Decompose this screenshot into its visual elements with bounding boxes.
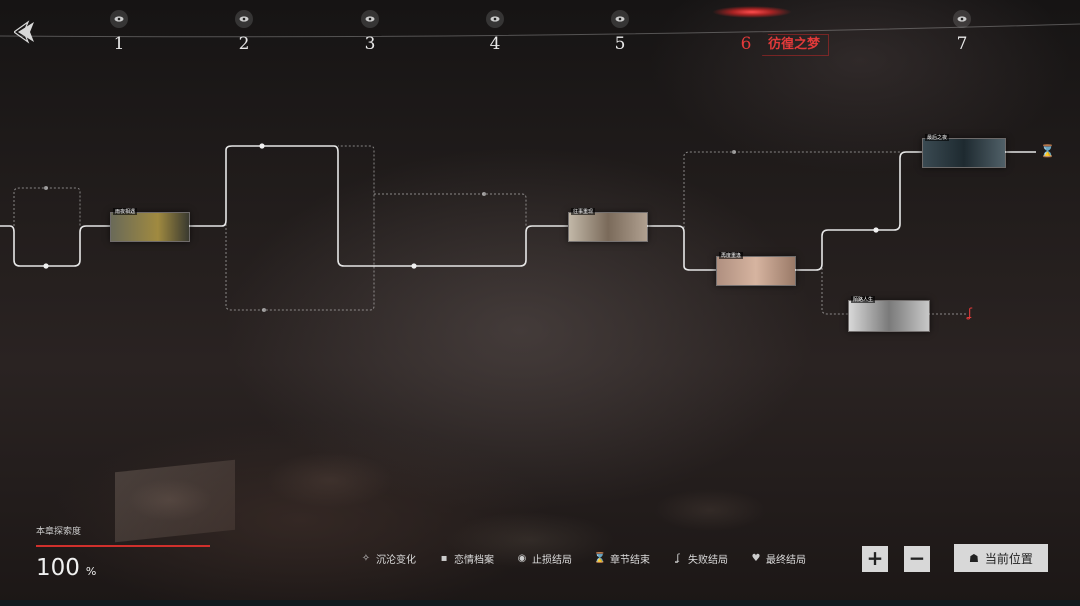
legend-item: ✧ 沉沦变化 [360,551,416,566]
heart-icon: ♥ [751,553,761,564]
node-label: 往事重现 [571,208,596,215]
chapter-end-icon[interactable]: ⌛ [1040,144,1055,158]
exploration-progress: 本章探索度 100% [36,524,216,581]
legend-item: ʆ 失败结局 [672,551,728,566]
scene-thumbnail [849,301,929,331]
chapter-number: 6 [740,34,752,54]
legend-label: 最终结局 [766,555,806,566]
sparkle-icon: ✧ [361,553,371,564]
legend-item: ⌛ 章节结束 [594,551,650,566]
chapter-5[interactable]: 5 [608,10,632,58]
legend-label: 章节结束 [610,555,650,566]
progress-label: 本章探索度 [36,527,82,537]
current-chapter-title: 彷徨之梦 [762,34,830,56]
chapter-number: 4 [489,34,501,54]
chapter-track-line [0,23,1080,38]
legend-label: 恋情档案 [454,555,494,566]
eye-icon: ◉ [517,553,527,564]
chapter-number: 7 [956,34,968,54]
current-position-button[interactable]: ☗ 当前位置 [954,544,1048,572]
eye-icon [110,10,128,28]
chapter-4[interactable]: 4 [483,10,507,58]
back-button[interactable] [12,18,40,46]
story-node-3[interactable]: 再度重逢 [716,252,796,286]
locate-icon: ☗ [969,551,979,565]
eye-icon [611,10,629,28]
chapter-number: 2 [238,34,250,54]
progress-unit: % [85,565,97,578]
story-node-4[interactable]: 最后之夜 [922,134,1006,168]
node-label: 再度重逢 [719,252,744,259]
progress-bar [36,545,210,547]
legend: ✧ 沉沦变化 ▪ 恋情档案 ◉ 止损结局 ⌛ 章节结束 ʆ 失败结局 ♥ 最终结… [360,551,806,566]
chapter-number: 3 [364,34,376,54]
eye-icon [361,10,379,28]
scene-thumbnail [569,213,647,241]
file-icon: ▪ [440,553,448,564]
legend-label: 失败结局 [688,555,728,566]
legend-item: ◉ 止损结局 [516,551,572,566]
story-node-2[interactable]: 往事重现 [568,208,648,242]
progress-value: 100% [36,555,216,581]
current-position-label: 当前位置 [984,551,1033,566]
chapter-3[interactable]: 3 [358,10,382,58]
legend-item: ♥ 最终结局 [750,551,806,566]
chapter-number: 5 [614,34,626,54]
scene-thumbnail [111,213,189,241]
legend-label: 沉沦变化 [376,555,416,566]
back-arrow-icon [14,20,34,44]
current-chapter-glow [712,6,792,18]
chapter-6[interactable]: 6 [734,10,758,58]
bottom-edge [0,600,1080,606]
progress-number: 100 [36,555,80,581]
chapter-1[interactable]: 1 [107,10,131,58]
background-rubble [90,420,810,606]
legend-label: 止损结局 [532,555,572,566]
story-node-1[interactable]: 雨夜相遇 [110,208,190,242]
zoom-out-button[interactable]: − [904,546,930,572]
eye-icon [235,10,253,28]
chapter-7[interactable]: 7 [950,10,974,58]
chapter-2[interactable]: 2 [232,10,256,58]
eye-icon [953,10,971,28]
hook-icon: ʆ [676,553,680,564]
failure-ending-icon[interactable]: ʆ [968,306,973,320]
scene-thumbnail [923,139,1005,167]
node-label: 雨夜相遇 [113,208,138,215]
hourglass-icon: ⌛ [593,553,607,564]
node-label: 陌路人生 [851,296,876,303]
progress-fill [36,545,210,547]
node-label: 最后之夜 [925,134,950,141]
zoom-in-button[interactable]: + [862,546,888,572]
chapter-number: 1 [113,34,125,54]
legend-item: ▪ 恋情档案 [438,551,494,566]
scene-thumbnail [717,257,795,285]
eye-icon [486,10,504,28]
story-node-5[interactable]: 陌路人生 [848,296,930,332]
